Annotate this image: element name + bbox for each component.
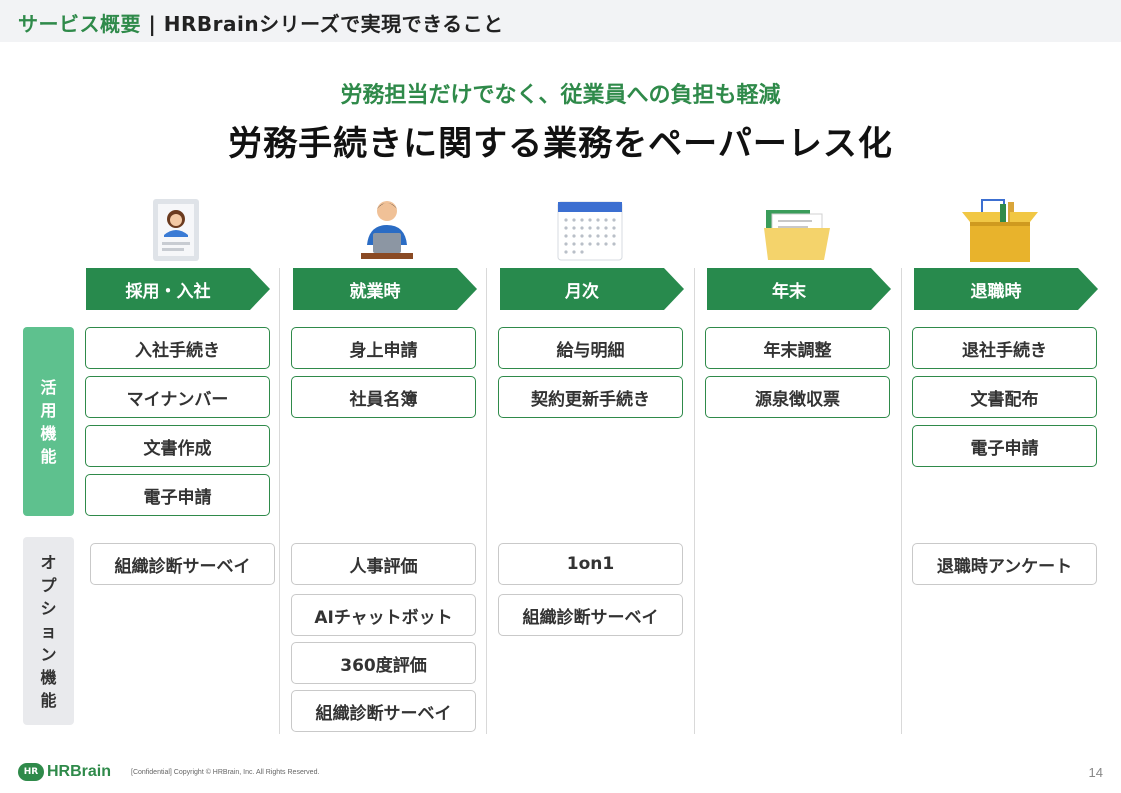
logo-text: HRBrain (47, 763, 112, 780)
feature-box: 源泉徴収票 (705, 376, 890, 418)
options-side-label: オ プ シ ョ ン 機 能 (23, 537, 74, 725)
side-char: 能 (40, 446, 57, 466)
feature-box: 年末調整 (705, 327, 890, 369)
side-char: 能 (40, 690, 57, 710)
column-divider (486, 268, 487, 734)
header-separator: | (141, 12, 164, 36)
side-char: 用 (40, 400, 57, 420)
resume-icon (150, 197, 202, 263)
folder-icon (762, 206, 832, 262)
feature-box: 給与明細 (498, 327, 683, 369)
option-box: 1on1 (498, 543, 683, 585)
feature-box: 身上申請 (291, 327, 476, 369)
option-box: 組織診断サーベイ (291, 690, 476, 732)
stage-arrow-hiring: 採用・入社 (86, 268, 270, 310)
option-box: 360度評価 (291, 642, 476, 684)
stage-label: 採用・入社 (125, 281, 211, 302)
feature-box: 電子申請 (912, 425, 1097, 467)
side-char: ン (40, 644, 57, 664)
option-box: 退職時アンケート (912, 543, 1097, 585)
header-topic: HRBrainシリーズで実現できること (163, 12, 504, 36)
stage-label: 年末 (772, 281, 806, 302)
worker-laptop-icon (357, 197, 417, 263)
column-divider (901, 268, 902, 734)
stage-label: 退職時 (970, 281, 1022, 302)
header-title: サービス概要 | HRBrainシリーズで実現できること (18, 8, 504, 37)
feature-box: 電子申請 (85, 474, 270, 516)
page-number: 14 (1088, 765, 1103, 780)
feature-box: 入社手続き (85, 327, 270, 369)
header-section: サービス概要 (18, 12, 141, 36)
logo-badge: HR (18, 763, 44, 781)
stage-arrow-retirement: 退職時 (914, 268, 1098, 310)
feature-box: 文書作成 (85, 425, 270, 467)
option-box: 組織診断サーベイ (90, 543, 275, 585)
features-side-label: 活 用 機 能 (23, 327, 74, 516)
side-char: プ (40, 575, 57, 595)
option-box: 組織診断サーベイ (498, 594, 683, 636)
option-box: AIチャットボット (291, 594, 476, 636)
stage-arrow-working: 就業時 (293, 268, 477, 310)
feature-box: 契約更新手続き (498, 376, 683, 418)
stage-arrow-monthly: 月次 (500, 268, 684, 310)
side-char: 活 (40, 377, 57, 397)
column-divider (279, 268, 280, 734)
side-char: シ (40, 598, 57, 618)
page-title: 労務手続きに関する業務をペーパーレス化 (228, 124, 893, 164)
stage-label: 月次 (565, 281, 599, 302)
side-char: ョ (40, 621, 57, 641)
side-char: オ (40, 552, 57, 572)
stage-arrow-year-end: 年末 (707, 268, 891, 310)
option-box: 人事評価 (291, 543, 476, 585)
feature-box: 退社手続き (912, 327, 1097, 369)
side-char: 機 (40, 423, 57, 443)
box-icon (960, 196, 1040, 264)
calendar-icon (557, 200, 623, 262)
header-bar: サービス概要 | HRBrainシリーズで実現できること (0, 0, 1121, 42)
feature-box: マイナンバー (85, 376, 270, 418)
feature-box: 文書配布 (912, 376, 1097, 418)
feature-box: 社員名簿 (291, 376, 476, 418)
copyright-text: [Confidential] Copyright © HRBrain, Inc.… (131, 769, 320, 776)
subtitle: 労務担当だけでなく、従業員への負担も軽減 (340, 83, 781, 108)
hrbrain-logo: HR HRBrain (18, 761, 111, 783)
column-divider (694, 268, 695, 734)
side-char: 機 (40, 667, 57, 687)
stage-label: 就業時 (349, 281, 401, 302)
